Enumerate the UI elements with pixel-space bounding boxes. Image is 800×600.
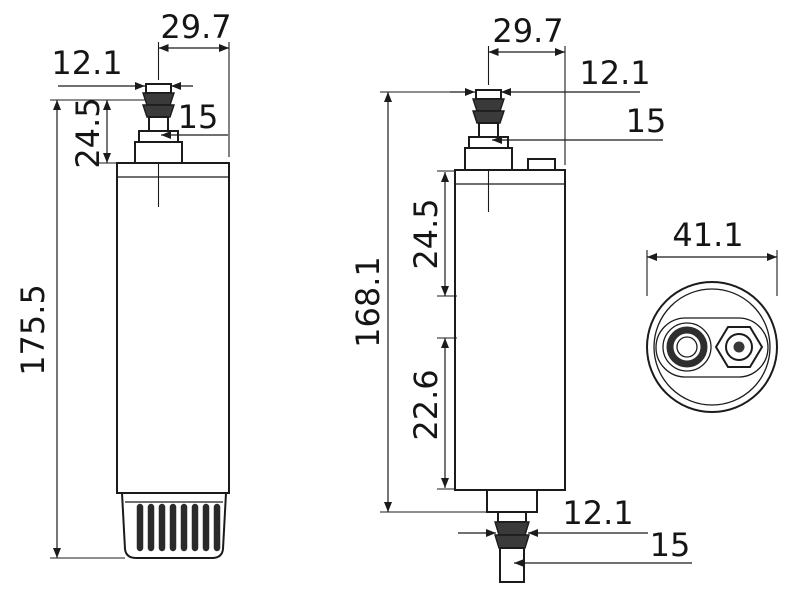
- barb-base: [464, 147, 513, 171]
- dim-side-upper-height-label: 24.5: [407, 198, 445, 269]
- front-view: 29.7 12.1 15 24.5 175.5: [14, 8, 232, 559]
- barb-tip: [475, 89, 502, 100]
- dim-top-diameter-label: 41.1: [672, 216, 743, 254]
- dim-side-lower-height-label: 22.6: [407, 369, 445, 440]
- hose-barb-fitting-top: [464, 89, 513, 171]
- barb-tip: [499, 547, 525, 583]
- pump-body-outline: [454, 169, 566, 491]
- dim-front-nozzle-length-label: 15: [178, 98, 219, 136]
- strainer-slots: [136, 503, 221, 552]
- boss-outline: [655, 317, 769, 378]
- barb-ridge: [472, 110, 505, 124]
- hose-barb-fitting-top: [134, 83, 183, 164]
- dim-side-top-nozzle-diameter-label: 12.1: [579, 54, 650, 92]
- dim-front-overall-height-label: 175.5: [14, 284, 52, 376]
- barb-collar: [138, 130, 179, 143]
- outlet-collar: [486, 489, 538, 513]
- dim-front-neck-height-label: 24.5: [69, 97, 107, 168]
- top-boss: [527, 158, 556, 171]
- top-view: 41.1: [646, 216, 778, 413]
- dim-front-width-label: 29.7: [160, 8, 231, 46]
- dim-side-top-nozzle-length-label: 15: [626, 102, 667, 140]
- outlet-bore: [676, 336, 698, 358]
- housing-outer-circle: [646, 281, 778, 413]
- barb-shaft: [497, 511, 527, 523]
- barb-ridge: [142, 92, 175, 106]
- barb-ridge: [472, 98, 505, 112]
- barb-shaft: [148, 116, 169, 132]
- dim-front-nozzle-diameter-label: 12.1: [51, 44, 122, 82]
- dim-side-width-label: 29.7: [492, 12, 563, 50]
- outlet-dark-ring: [666, 326, 708, 368]
- outlet-outer-ring: [662, 322, 712, 372]
- barb-tip: [145, 83, 172, 94]
- pump-body-outline: [116, 162, 230, 494]
- barb-ridge: [494, 521, 530, 536]
- dim-side-bottom-nozzle-length-label: 15: [650, 526, 691, 564]
- hose-barb-fitting-bottom: [486, 489, 538, 583]
- side-view: 29.7 12.1 15 24.5 22.6 168.1 12.1 15: [349, 12, 692, 583]
- barb-ridge: [494, 534, 530, 549]
- dim-side-bottom-nozzle-diameter-label: 12.1: [562, 494, 633, 532]
- barb-shaft: [478, 122, 499, 138]
- hex-nut-center: [733, 341, 745, 353]
- barb-base: [134, 141, 183, 164]
- housing-inner-rim: [653, 288, 771, 406]
- barb-collar: [468, 136, 509, 149]
- barb-ridge: [142, 104, 175, 118]
- dim-side-body-height-label: 168.1: [349, 256, 387, 348]
